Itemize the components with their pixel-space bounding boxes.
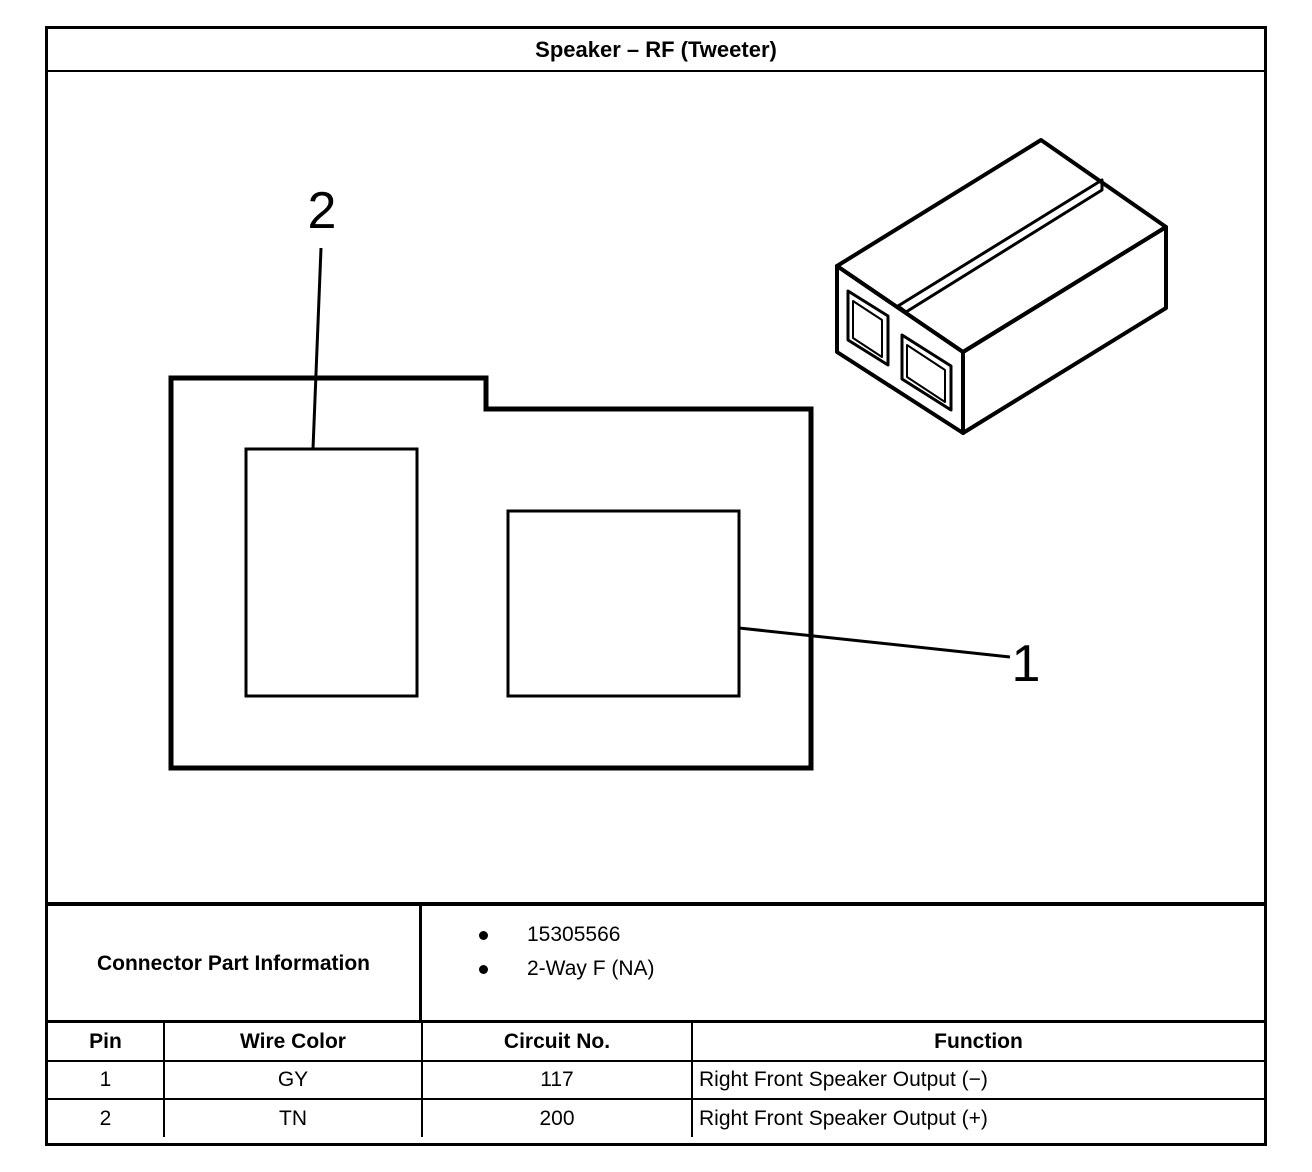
wire-color-cell: GY xyxy=(163,1060,423,1100)
pin-table: Pin Wire Color Circuit No. Function 1 GY… xyxy=(48,1023,1264,1137)
cavity-2 xyxy=(244,447,419,698)
function-cell: Right Front Speaker Output (+) xyxy=(691,1098,1264,1137)
circuit-cell: 200 xyxy=(421,1098,693,1137)
pin-table-header: Pin Wire Color Circuit No. Function xyxy=(48,1023,1264,1062)
part-info-item: 2-Way F (NA) xyxy=(422,952,655,986)
part-info-item: 15305566 xyxy=(422,918,655,952)
pin-cell: 1 xyxy=(48,1060,165,1100)
bullet-icon xyxy=(479,965,488,974)
table-row: 2 TN 200 Right Front Speaker Output (+) xyxy=(48,1098,1264,1137)
function-cell: Right Front Speaker Output (−) xyxy=(691,1060,1264,1100)
cavity-1 xyxy=(506,509,741,698)
connector-diagram: 2 1 xyxy=(48,72,1264,906)
sheet-title: Speaker – RF (Tweeter) xyxy=(48,29,1264,72)
callout-2: 2 xyxy=(308,182,337,240)
connector-part-info-list: 15305566 2-Way F (NA) xyxy=(422,918,655,986)
header-pin: Pin xyxy=(48,1023,165,1062)
header-wire-color: Wire Color xyxy=(163,1023,423,1062)
wire-color-cell: TN xyxy=(163,1098,423,1137)
connector-part-info-label: Connector Part Information xyxy=(48,906,422,1020)
circuit-cell: 117 xyxy=(421,1060,693,1100)
header-function: Function xyxy=(691,1023,1264,1062)
callout-1: 1 xyxy=(1012,635,1041,693)
bullet-icon xyxy=(479,931,488,940)
table-row: 1 GY 117 Right Front Speaker Output (−) xyxy=(48,1060,1264,1100)
leader-line-1 xyxy=(738,626,1011,659)
connector-housing-outline xyxy=(168,375,814,771)
connector-description: 2-Way F (NA) xyxy=(527,957,655,980)
connector-part-info: Connector Part Information 15305566 2-Wa… xyxy=(48,906,1264,1023)
part-number: 15305566 xyxy=(527,923,621,946)
connector-sheet: Speaker – RF (Tweeter) 2 1 xyxy=(45,26,1267,1146)
pin-cell: 2 xyxy=(48,1098,165,1137)
leader-line-2 xyxy=(311,247,323,450)
connector-isometric-icon xyxy=(835,138,1168,435)
header-circuit-no: Circuit No. xyxy=(421,1023,693,1062)
